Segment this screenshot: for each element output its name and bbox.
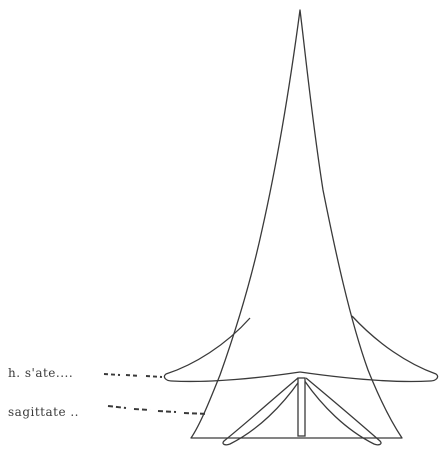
hastate-lobe-right bbox=[299, 315, 439, 383]
hastate-label: h. s'ate.... bbox=[8, 366, 74, 380]
hastate-lobe-left bbox=[163, 317, 301, 383]
hastate-leader-line bbox=[103, 373, 163, 378]
sagittate-leader-line bbox=[107, 405, 209, 415]
sagittate-lobe-left bbox=[222, 377, 301, 446]
leaf-blade bbox=[190, 9, 403, 439]
petiole bbox=[297, 377, 306, 437]
sagittate-lobe-right bbox=[303, 377, 382, 446]
sagittate-label: sagittate .. bbox=[8, 405, 79, 419]
